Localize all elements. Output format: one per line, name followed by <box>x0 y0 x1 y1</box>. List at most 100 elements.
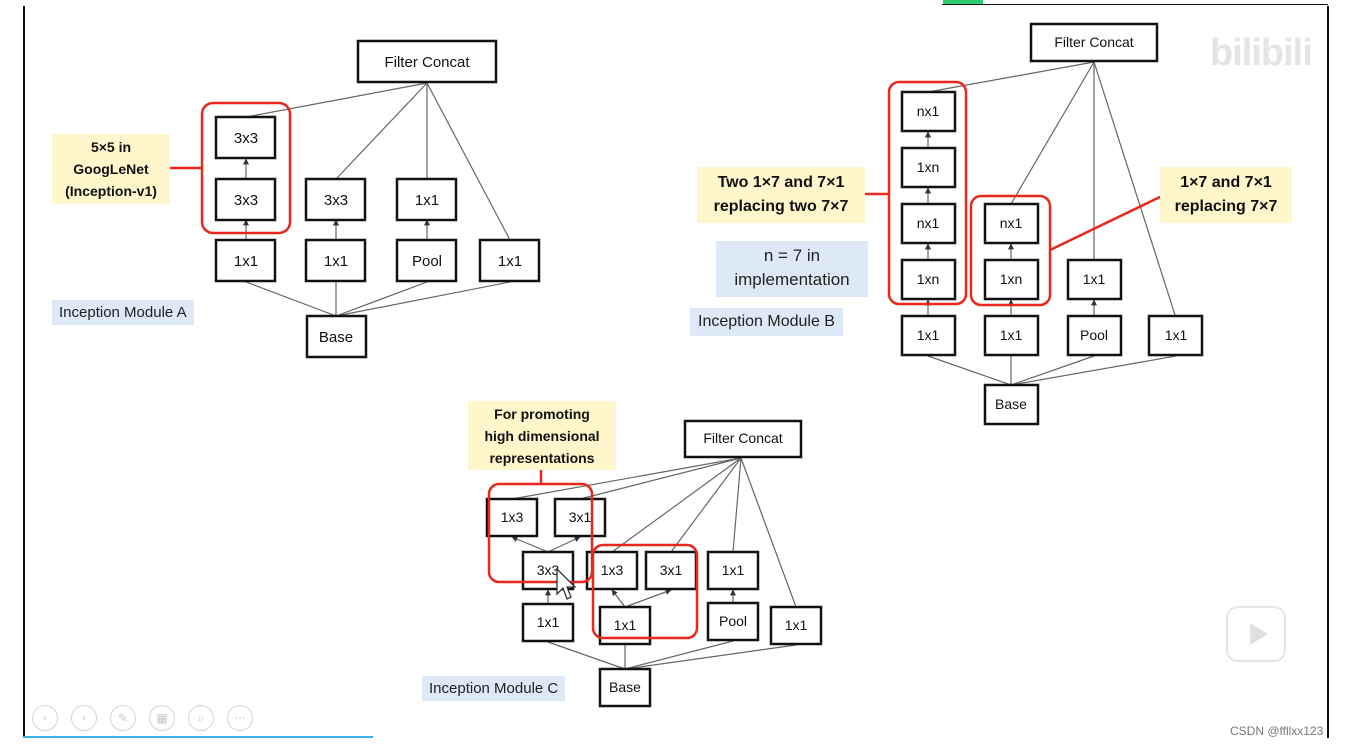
b-pool-text: Pool <box>1080 327 1108 343</box>
a-base-node <box>305 314 368 359</box>
c-left-3x3-text: 3x3 <box>537 562 560 578</box>
module-b-nodes <box>900 22 1204 426</box>
b-pool-node <box>1066 314 1123 357</box>
b-col1-1xn-a-text: 1xn <box>917 159 940 175</box>
c-left-1x3-node <box>485 497 539 538</box>
slide-progress-bar <box>23 736 373 738</box>
c-far-1x1-node <box>769 605 823 646</box>
a-filter-concat-node <box>356 39 498 84</box>
a-1x1-branch1-node <box>214 238 277 283</box>
b-base-text: Base <box>995 396 1027 412</box>
a-1x1-branch2-node <box>304 238 367 283</box>
b-base-node <box>983 383 1040 426</box>
b-col1-nx1-top-text: nx1 <box>917 103 940 119</box>
slides-icon[interactable]: ▦ <box>149 705 175 731</box>
b-col2-nx1-text: nx1 <box>1000 215 1023 231</box>
b-col1-nx1-top-node <box>900 90 957 133</box>
module-a-nodes <box>214 39 541 359</box>
c-right-1x1-top-node <box>706 550 760 591</box>
c-pool-node <box>706 601 760 642</box>
prev-icon[interactable]: ‹ <box>32 705 58 731</box>
b-col1-1x1-text: 1x1 <box>917 327 940 343</box>
b-col1-1xn-b-text: 1xn <box>917 271 940 287</box>
bilibili-watermark: bilibili <box>1210 32 1313 74</box>
c-left-3x1-node <box>553 497 607 538</box>
c-filter-concat-node <box>683 419 803 459</box>
a-1x1-branch3-top-text: 1x1 <box>415 192 439 209</box>
module-a-highlight <box>170 101 292 235</box>
progress-tab <box>943 0 983 4</box>
a-3x3-mid-text: 3x3 <box>234 192 258 209</box>
b-col1-1xn-b-node <box>900 258 957 301</box>
next-icon[interactable]: › <box>71 705 97 731</box>
zoom-icon[interactable]: ⌕ <box>188 705 214 731</box>
module-c-label: Inception Module C <box>422 676 566 701</box>
video-play-icon[interactable] <box>1226 606 1286 662</box>
a-pool-text: Pool <box>412 253 442 270</box>
module-b-callout-left: Two 1×7 and 7×1 replacing two 7×7 <box>697 167 865 223</box>
slide-frame-top <box>942 4 1328 5</box>
c-left-3x1-text: 3x1 <box>569 509 592 525</box>
b-filter-concat-node <box>1029 22 1159 63</box>
c-base-node <box>598 667 652 708</box>
c-left-1x3-text: 1x3 <box>501 509 524 525</box>
b-col4-1x1-node <box>1147 314 1204 357</box>
b-col1-nx1-b-node <box>900 202 957 245</box>
a-3x3-mid-node <box>214 177 277 222</box>
a-filter-concat-text: Filter Concat <box>384 54 470 71</box>
c-left-1x1-node <box>521 602 575 643</box>
c-mid-1x1-text: 1x1 <box>614 617 637 633</box>
c-pool-text: Pool <box>719 613 747 629</box>
module-c-nodes <box>485 419 823 708</box>
a-1x1-branch1-text: 1x1 <box>234 253 258 270</box>
a-3x3-top-text: 3x3 <box>234 130 258 147</box>
b-col1-nx1-b-text: nx1 <box>917 215 940 231</box>
module-a-texts: Filter Concat 3x3 3x3 3x3 1x1 1x1 1x1 Po… <box>234 54 522 346</box>
module-c-highlight <box>487 470 699 640</box>
b-col3-1x1-top-node <box>1066 258 1123 301</box>
c-filter-concat-text: Filter Concat <box>703 430 782 446</box>
b-filter-concat-text: Filter Concat <box>1054 34 1133 50</box>
module-b-label: Inception Module B <box>690 308 843 336</box>
module-c-callout: For promoting high dimensional represent… <box>468 401 616 470</box>
module-c <box>511 457 797 670</box>
b-col3-1x1-top-text: 1x1 <box>1083 271 1106 287</box>
b-col2-nx1-node <box>983 202 1040 245</box>
c-mid-3x1-text: 3x1 <box>660 562 683 578</box>
module-c-texts: Filter Concat 1x3 3x1 3x3 1x1 1x3 3x1 1x… <box>501 430 808 695</box>
c-base-text: Base <box>609 679 641 695</box>
module-a-callout: 5×5 in GoogLeNet (Inception-v1) <box>52 134 170 204</box>
a-1x1-branch2-text: 1x1 <box>324 253 348 270</box>
slide-frame-right <box>1327 6 1329 738</box>
module-b <box>925 61 1177 386</box>
c-far-1x1-text: 1x1 <box>785 617 808 633</box>
a-base-text: Base <box>319 329 353 346</box>
c-right-1x1-top-text: 1x1 <box>722 562 745 578</box>
b-col4-1x1-text: 1x1 <box>1165 327 1188 343</box>
c-mid-3x1-node <box>644 550 698 591</box>
module-a <box>243 82 511 317</box>
b-col1-1x1-node <box>900 314 957 357</box>
mouse-cursor-icon <box>556 568 576 600</box>
a-1x1-branch3-top-node <box>395 177 458 222</box>
a-1x1-branch4-text: 1x1 <box>498 253 522 270</box>
pen-icon[interactable]: ✎ <box>110 705 136 731</box>
b-col2-1x1-text: 1x1 <box>1000 327 1023 343</box>
csdn-credit: CSDN @ffllxx123 <box>1230 724 1324 738</box>
c-mid-1x3-node <box>585 550 639 591</box>
a-1x1-branch4-node <box>478 238 541 283</box>
a-3x3-top-node <box>214 115 277 160</box>
b-col2-1xn-node <box>983 258 1040 301</box>
c-left-1x1-text: 1x1 <box>537 614 560 630</box>
module-b-n-note: n = 7 in implementation <box>716 241 868 297</box>
more-icon[interactable]: ··· <box>227 705 253 731</box>
module-b-texts: Filter Concat nx1 1xn nx1 1xn 1x1 nx1 1x… <box>917 34 1188 412</box>
a-3x3-branch2-text: 3x3 <box>324 192 348 209</box>
slide-frame-left <box>23 6 25 738</box>
a-3x3-branch2-node <box>304 177 367 222</box>
module-b-callout-right: 1×7 and 7×1 replacing 7×7 <box>1160 167 1292 223</box>
b-col2-1x1-node <box>983 314 1040 357</box>
module-a-label: Inception Module A <box>52 300 194 325</box>
b-col2-1xn-text: 1xn <box>1000 271 1023 287</box>
module-b-highlight <box>865 80 1163 307</box>
